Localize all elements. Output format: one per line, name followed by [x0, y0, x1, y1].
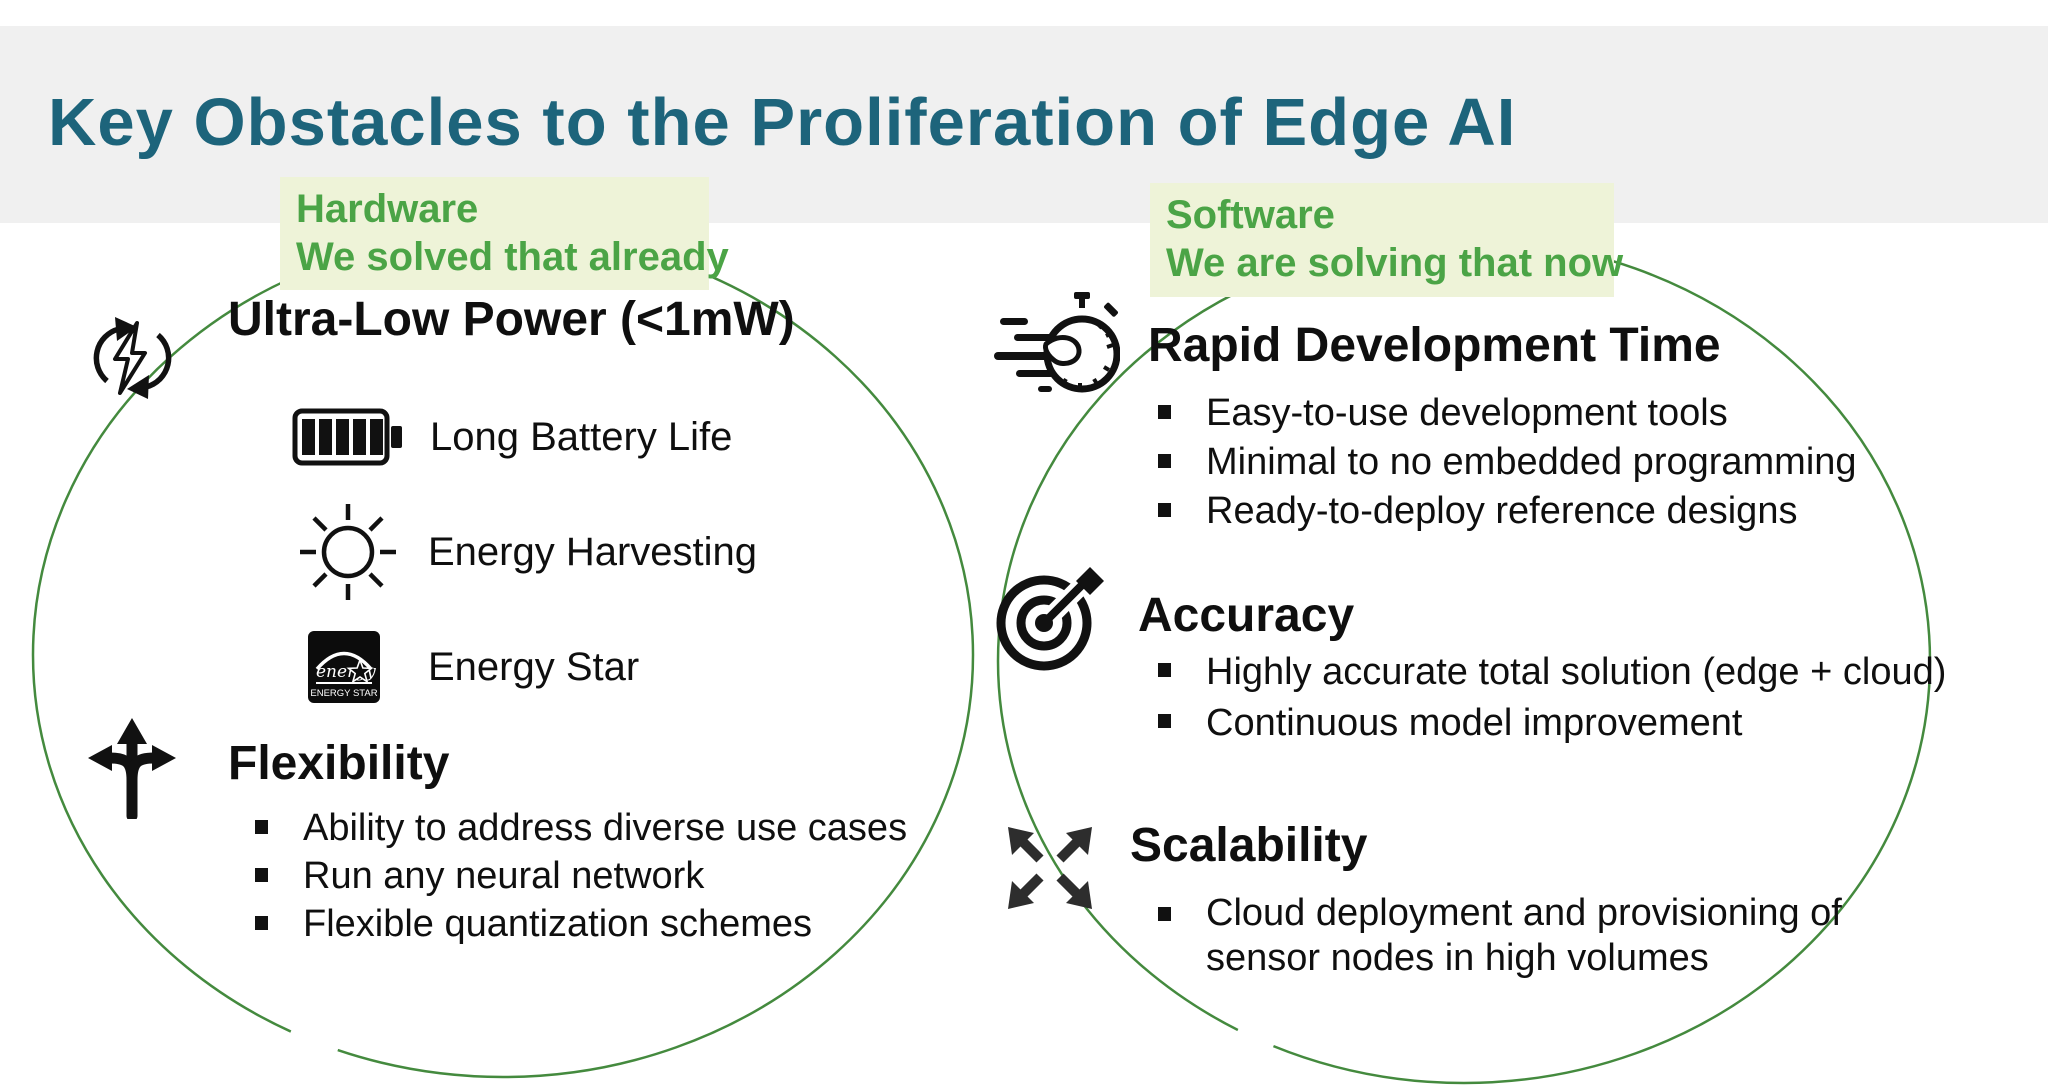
list-item-energy-star: energy ENERGY STAR Energy Star — [308, 631, 639, 703]
software-label-box: Software We are solving that now — [1150, 183, 1624, 297]
bullet-text: Easy-to-use development tools — [1206, 392, 1728, 434]
software-label-title: Software — [1166, 193, 1335, 237]
bullet-item: Highly accurate total solution (edge + c… — [1158, 647, 1946, 698]
bullet-text: Ability to address diverse use cases — [303, 807, 908, 849]
hardware-label-subtitle: We solved that already — [296, 235, 729, 279]
bullet-item: Flexible quantization schemes — [255, 900, 907, 948]
bullet-item: Ready-to-deploy reference designs — [1158, 487, 1857, 536]
list-item-battery: Long Battery Life — [292, 408, 732, 466]
stopwatch-icon — [986, 292, 1120, 404]
bullet-text: Cloud deployment and provisioning of sen… — [1206, 892, 1842, 979]
battery-icon — [292, 408, 404, 466]
bullet-marker — [255, 916, 268, 930]
bullet-marker — [255, 868, 268, 882]
branch-arrows-icon — [82, 712, 182, 819]
flexibility-bullets: Ability to address diverse use cases Run… — [255, 804, 907, 948]
bullet-text: Continuous model improvement — [1206, 702, 1743, 744]
energy-star-caption: ENERGY STAR — [310, 688, 377, 699]
bullet-item: Cloud deployment and provisioning of sen… — [1158, 891, 1886, 981]
bullet-marker — [255, 820, 268, 834]
section-heading-scalability: Scalability — [1130, 819, 1368, 872]
bullet-text: Run any neural network — [303, 855, 705, 897]
page-title: Key Obstacles to the Proliferation of Ed… — [48, 85, 1517, 160]
bullet-marker — [1158, 454, 1171, 468]
list-item-harvesting: Energy Harvesting — [296, 500, 757, 604]
hardware-label-box: Hardware We solved that already — [280, 177, 729, 290]
bullet-item: Continuous model improvement — [1158, 698, 1946, 749]
bullet-text: Ready-to-deploy reference designs — [1206, 490, 1798, 532]
section-heading-flexibility: Flexibility — [228, 737, 450, 790]
bullet-item: Run any neural network — [255, 852, 907, 900]
section-heading-accuracy: Accuracy — [1138, 589, 1355, 642]
bullet-text: Minimal to no embedded programming — [1206, 441, 1857, 483]
sun-icon — [296, 500, 400, 604]
bullet-text: Flexible quantization schemes — [303, 903, 813, 945]
bullet-text: Highly accurate total solution (edge + c… — [1206, 651, 1947, 693]
software-label-subtitle: We are solving that now — [1166, 241, 1624, 285]
accuracy-bullets: Highly accurate total solution (edge + c… — [1158, 647, 1946, 749]
power-cycle-icon — [85, 313, 180, 403]
energy-star-logo: energy ENERGY STAR — [308, 631, 380, 703]
bullet-item: Easy-to-use development tools — [1158, 389, 1857, 438]
bullet-marker — [1158, 405, 1171, 419]
list-item-label: Energy Star — [428, 644, 640, 689]
rapid-bullets: Easy-to-use development tools Minimal to… — [1158, 389, 1857, 536]
bullet-item: Ability to address diverse use cases — [255, 804, 907, 852]
list-item-label: Long Battery Life — [430, 414, 733, 459]
section-heading-rapid-development: Rapid Development Time — [1148, 319, 1721, 372]
list-item-label: Energy Harvesting — [428, 529, 758, 574]
hardware-label-title: Hardware — [296, 187, 479, 231]
scalability-bullets: Cloud deployment and provisioning of sen… — [1158, 891, 1886, 981]
bullet-item: Minimal to no embedded programming — [1158, 438, 1857, 487]
section-heading-ultra-low-power: Ultra-Low Power (<1mW) — [228, 293, 795, 346]
target-arrow-icon — [990, 565, 1112, 673]
bullet-marker — [1158, 663, 1171, 677]
bullet-marker — [1158, 714, 1171, 728]
expand-arrows-icon — [1002, 823, 1098, 913]
bullet-marker — [1158, 503, 1171, 517]
bullet-marker — [1158, 907, 1171, 921]
